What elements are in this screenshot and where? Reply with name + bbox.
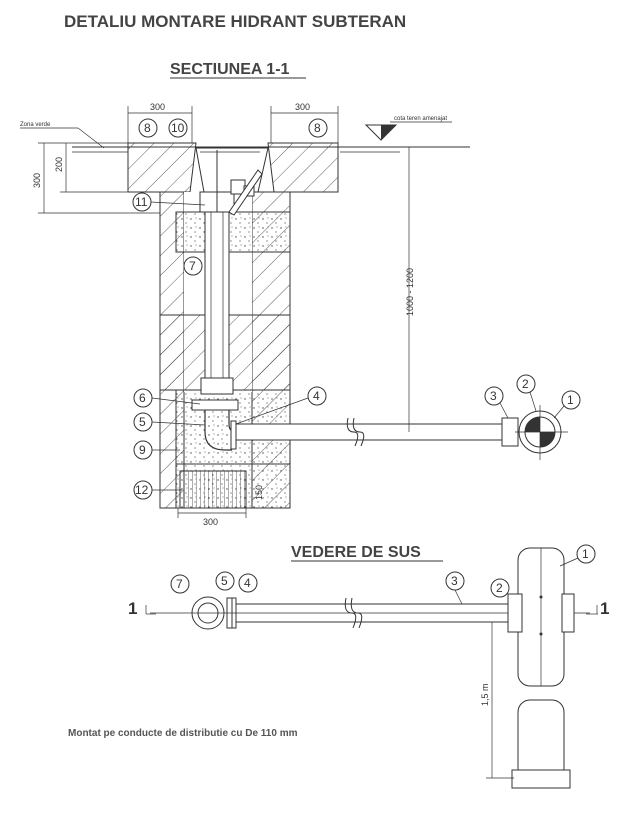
svg-text:5: 5 [139,415,146,429]
svg-text:10: 10 [171,121,185,135]
top-main-pipe-fitting-r [561,593,575,633]
svg-text:2: 2 [522,377,529,391]
svg-text:12: 12 [135,483,149,497]
top-callout-5: 5 [215,571,235,591]
section-marker-right: 1 [600,599,609,618]
svg-text:11: 11 [135,195,148,209]
top-main-pipe-lower [517,699,565,781]
pipe-break-2 [352,417,365,447]
svg-text:7: 7 [189,259,196,273]
top-callout-3: 3 [445,571,465,605]
callout-3: 3 [484,386,509,419]
top-main-bolt-2 [539,632,543,636]
top-callout-2: 2 [490,578,510,598]
top-callout-7: 7 [170,574,190,594]
svg-text:3: 3 [490,389,497,403]
callout-11: 11 [132,192,206,212]
svg-text:4: 4 [244,576,251,590]
bottom-fill [179,470,247,509]
callout-5: 5 [133,412,206,432]
svg-text:6: 6 [139,391,146,405]
svg-text:5: 5 [221,574,228,588]
top-callout-4: 4 [238,573,258,593]
valve-body [200,377,234,395]
callout-12: 12 [133,480,182,500]
concrete-ring [175,211,291,253]
dim-left-300-text: 300 [32,173,42,188]
svg-text:8: 8 [314,121,321,135]
mounting-note: Montat pe conducte de distributie cu De … [68,728,298,739]
svg-text:2: 2 [496,581,503,595]
callout-1: 1 [553,390,581,419]
callout-2: 2 [516,374,537,412]
callout-8-left: 8 [138,118,158,138]
dim-left-200-text: 200 [54,157,64,172]
dim-150-text: 150 [254,485,264,500]
dim-bottom-text: 300 [203,517,218,527]
dim-1-5m-text: 1,5 m [480,683,490,706]
top-callout-1: 1 [559,544,596,567]
callout-7: 7 [183,256,203,276]
dim-top-left-text: 300 [150,102,165,112]
dim-depth-text: 1000 - 1200 [405,268,415,316]
valve-flange [191,399,239,411]
top-main-pipe-fitting [507,593,523,633]
svg-text:4: 4 [313,389,320,403]
main-pipe-fill [540,432,555,447]
ground-level-marker-fill [381,125,396,140]
callout-6: 6 [133,388,201,408]
callout-4: 4 [235,386,327,425]
svg-text:1: 1 [567,393,574,407]
svg-text:3: 3 [451,574,458,588]
main-pipe-fill-2 [525,417,540,432]
top-main-bolt-1 [539,595,543,599]
callout-10: 10 [168,118,188,138]
support-frame-right [267,142,339,193]
zona-verde-label: Zona verde [20,122,51,128]
flange-4 [230,420,237,450]
svg-text:7: 7 [176,577,183,591]
section-title: SECTIUNEA 1-1 [170,61,290,78]
svg-text:1: 1 [582,547,589,561]
top-view-title: VEDERE DE SUS [291,544,421,561]
top-main-pipe-end [511,769,571,789]
dim-top-right-text: 300 [295,102,310,112]
section-marker-left: 1 [128,599,137,618]
hydrant-drain [228,169,263,216]
distribution-pipe [235,423,505,441]
page-title: DETALIU MONTARE HIDRANT SUBTERAN [64,12,406,31]
support-frame-left [127,142,197,193]
svg-text:8: 8 [144,121,151,135]
zona-verde-leader-2 [77,127,105,149]
hydrant-column [204,211,230,389]
pipe-break [346,417,359,447]
svg-text:9: 9 [139,443,146,457]
cota-teren-label: cota teren amenajat [394,116,447,122]
callout-8-right: 8 [308,118,328,138]
callout-9: 9 [133,440,180,460]
